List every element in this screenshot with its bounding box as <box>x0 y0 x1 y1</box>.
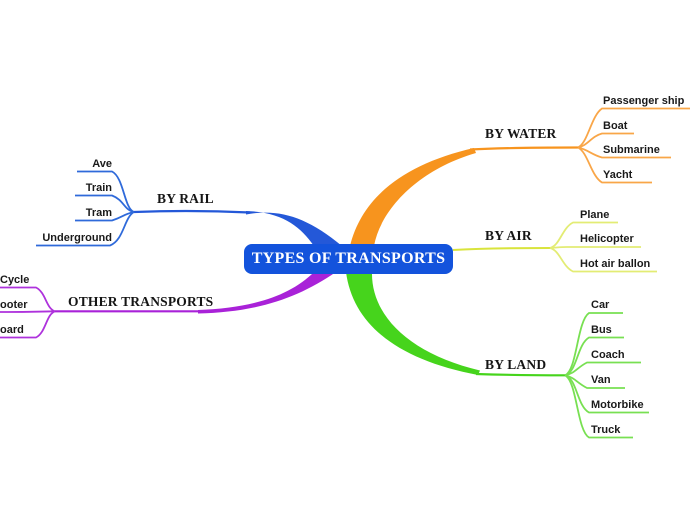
leaf-label-bus[interactable]: Bus <box>591 324 612 336</box>
leaf-label-train[interactable]: Train <box>85 182 112 194</box>
leaf-label-van[interactable]: Van <box>591 374 611 386</box>
rail-trunk-curve <box>246 211 342 246</box>
other-child-line-cycle <box>0 286 56 313</box>
other-child-line-oard <box>0 310 56 339</box>
leaf-label-passenger-ship[interactable]: Passenger ship <box>603 95 685 107</box>
other-child-line-ooter <box>0 310 56 313</box>
leaf-label-helicopter[interactable]: Helicopter <box>580 233 634 245</box>
rail-child-line-train <box>75 194 135 213</box>
water-trunk-curve <box>350 148 476 246</box>
leaf-label-motorbike[interactable]: Motorbike <box>591 399 644 411</box>
branch-label-other-transports[interactable]: OTHER TRANSPORTS <box>68 294 214 309</box>
air-main-line <box>452 247 551 251</box>
branch-label-by-land[interactable]: BY LAND <box>485 357 547 372</box>
central-node[interactable]: TYPES OF TRANSPORTS <box>244 244 453 274</box>
land-trunk-curve <box>346 272 480 375</box>
land-child-line-truck <box>564 374 633 439</box>
leaf-label-ave[interactable]: Ave <box>92 158 112 170</box>
branch-label-by-air[interactable]: BY AIR <box>485 228 532 243</box>
leaf-label-boat[interactable]: Boat <box>603 120 628 132</box>
land-child-line-coach <box>564 361 641 377</box>
leaf-label-yacht[interactable]: Yacht <box>603 169 633 181</box>
leaf-label-coach[interactable]: Coach <box>591 349 625 361</box>
water-child-line-submarine <box>577 146 671 159</box>
water-child-line-passenger-ship <box>577 107 690 149</box>
leaf-label-truck[interactable]: Truck <box>591 424 621 436</box>
leaf-label-oard[interactable]: oard <box>0 324 24 336</box>
leaf-label-tram[interactable]: Tram <box>85 207 112 219</box>
rail-child-line-ave <box>77 170 135 213</box>
water-main-line <box>469 146 579 151</box>
water-child-line-yacht <box>577 146 652 184</box>
land-main-line <box>475 372 566 377</box>
leaf-label-underground[interactable]: Underground <box>42 232 112 244</box>
air-child-line-plane <box>549 221 618 249</box>
air-child-line-hot-air-ballon <box>549 247 657 273</box>
leaf-label-submarine[interactable]: Submarine <box>603 144 660 156</box>
other-trunk-curve <box>198 272 336 314</box>
leaf-label-car[interactable]: Car <box>591 299 610 311</box>
rail-child-line-underground <box>36 211 135 247</box>
leaf-label-ooter[interactable]: ooter <box>0 299 28 311</box>
branch-label-by-water[interactable]: BY WATER <box>485 126 557 141</box>
leaf-label-plane[interactable]: Plane <box>580 209 610 221</box>
water-child-line-boat <box>577 132 634 149</box>
leaf-label-hot-air-ballon[interactable]: Hot air ballon <box>580 258 651 270</box>
air-child-line-helicopter <box>549 246 641 249</box>
rail-child-line-tram <box>75 211 135 222</box>
rail-main-line <box>133 209 251 214</box>
leaf-label-cycle[interactable]: Cycle <box>0 274 30 286</box>
branch-label-by-rail[interactable]: BY RAIL <box>157 191 214 206</box>
